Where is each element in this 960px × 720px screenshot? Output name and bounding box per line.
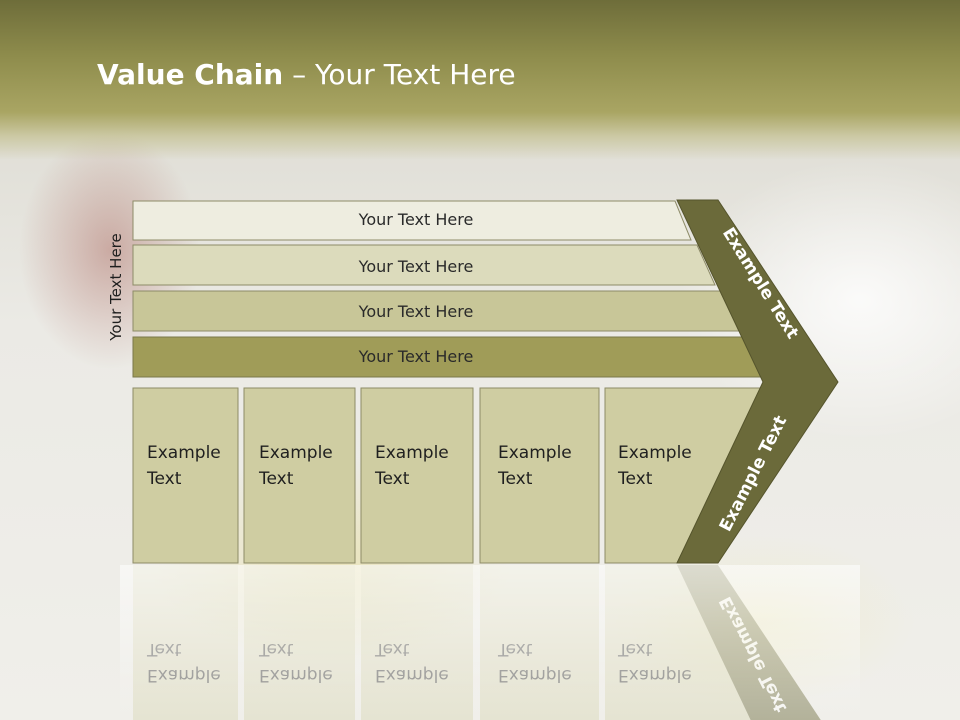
bar-4-label: Your Text Here: [358, 347, 474, 366]
activity-box-5-line1: Example: [618, 443, 692, 463]
title-rest: – Your Text Here: [283, 58, 516, 91]
activity-box-2-line1: Example: [259, 443, 333, 463]
title-bold: Value Chain: [97, 58, 284, 91]
activity-box-1-line2: Text: [146, 469, 182, 489]
bar-1-label: Your Text Here: [358, 210, 474, 229]
bar-3-label: Your Text Here: [358, 302, 474, 321]
activity-box-4: [479, 387, 600, 564]
activity-box-2-line2: Text: [258, 469, 294, 489]
bar-2: [132, 244, 716, 286]
activity-box-3-line1: Example: [375, 443, 449, 463]
slide-title: Value Chain – Your Text Here: [97, 55, 516, 95]
activity-box-1: [132, 387, 239, 564]
margin-chevron: [676, 199, 839, 564]
activity-box-4-line1: Example: [498, 443, 572, 463]
activity-box-4-line2: Text: [497, 469, 533, 489]
activity-box-2: [243, 387, 356, 564]
title-band: [0, 0, 960, 160]
reflection-fade: [120, 565, 860, 720]
activity-box-3: [360, 387, 474, 564]
activity-box-1-line1: Example: [147, 443, 221, 463]
bar-1: [132, 200, 692, 241]
activity-box-3-line2: Text: [374, 469, 410, 489]
activity-box-5-line2: Text: [617, 469, 653, 489]
bar-2-label: Your Text Here: [358, 257, 474, 276]
